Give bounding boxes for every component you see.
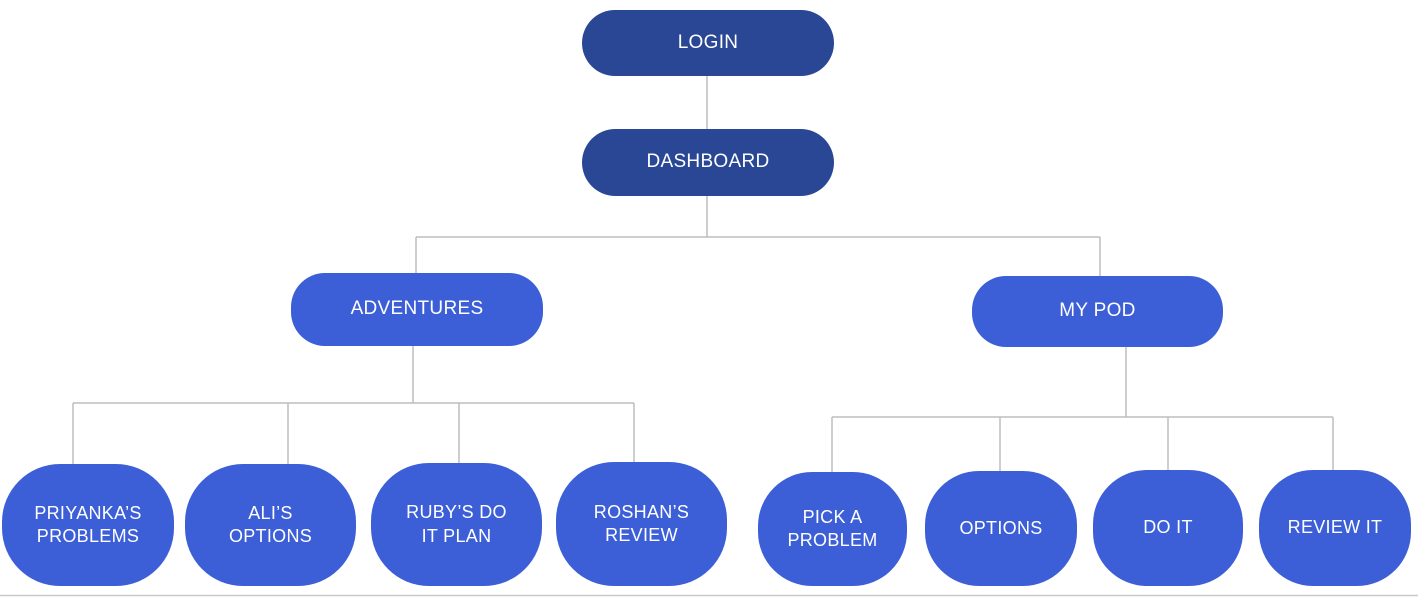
node-dashboard: DASHBOARD — [582, 129, 834, 196]
node-options: OPTIONS — [925, 471, 1077, 586]
node-pick-a-problem: PICK A PROBLEM — [758, 472, 907, 586]
node-rubys-do-it-plan: RUBY’S DO IT PLAN — [371, 463, 542, 586]
node-roshans-review: ROSHAN’S REVIEW — [556, 462, 727, 586]
node-alis-options: ALI’S OPTIONS — [185, 464, 356, 586]
node-login: LOGIN — [582, 10, 834, 76]
node-review-it: REVIEW IT — [1259, 470, 1411, 586]
node-my-pod: MY POD — [972, 276, 1223, 347]
node-priyankas-problems: PRIYANKA’S PROBLEMS — [2, 464, 174, 586]
node-adventures: ADVENTURES — [291, 273, 543, 346]
node-do-it: DO IT — [1093, 470, 1243, 586]
